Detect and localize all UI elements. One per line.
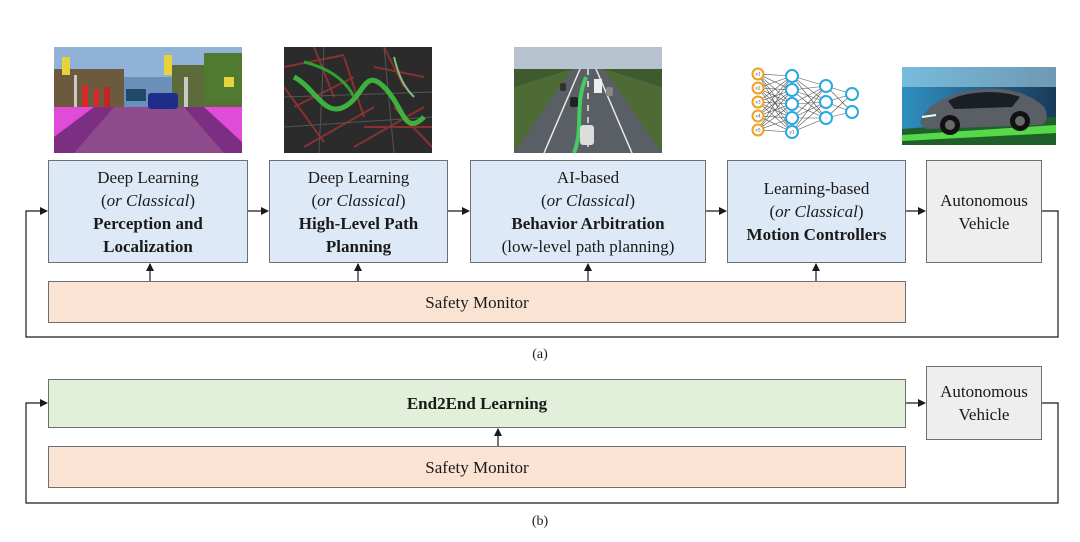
nn-hidden-node — [819, 79, 833, 93]
nn-hidden-node — [785, 69, 799, 83]
stage-label: Deep Learning — [307, 167, 410, 187]
nn-label-x3: x3 — [755, 100, 761, 106]
stage-alternative: (or Classical) — [101, 190, 195, 210]
high-level-path-planning-box: Deep Learning (or Classical) High-Level … — [269, 160, 448, 263]
nn-input-node — [751, 95, 765, 109]
nn-label-x2: x2 — [755, 86, 761, 92]
stage-title: Behavior Arbitration — [511, 213, 665, 233]
nn-label-y1: y1 — [789, 130, 795, 136]
highway-image — [514, 47, 662, 153]
stage-alternative: (or Classical) — [311, 190, 406, 210]
vehicle-label: Autonomous Vehicle — [940, 190, 1028, 233]
nn-input-node — [751, 81, 765, 95]
nn-hidden-node — [785, 111, 799, 125]
nn-label-x4: x4 — [755, 114, 761, 120]
nn-input-node — [751, 67, 765, 81]
stage-label: Learning-based — [763, 179, 870, 198]
nn-input-node — [751, 123, 765, 137]
stage-note: (low-level path planning) — [501, 236, 675, 256]
motion-controllers-box: Learning-based (or Classical) Motion Con… — [727, 160, 906, 263]
safety-monitor-label: Safety Monitor — [425, 457, 529, 477]
nn-output-node — [845, 105, 859, 119]
nn-label-x5: x5 — [755, 128, 761, 134]
caption-b: (b) — [531, 514, 549, 529]
nn-input-node — [751, 109, 765, 123]
nn-label-x1: x1 — [755, 72, 761, 78]
stage-label: Deep Learning — [97, 167, 199, 187]
feedback-loop-b — [25, 399, 1059, 504]
perception-localization-box: Deep Learning (or Classical) Perception … — [48, 160, 248, 263]
behavior-arbitration-box: AI-based (or Classical) Behavior Arbitra… — [470, 160, 706, 263]
end2end-label: End2End Learning — [406, 394, 548, 413]
nn-hidden-node — [785, 125, 799, 139]
nn-hidden-node — [819, 95, 833, 109]
end2end-learning-box: End2End Learning — [48, 379, 906, 428]
safety-monitor-box: Safety Monitor — [48, 281, 906, 323]
safety-monitor-label: Safety Monitor — [425, 292, 529, 312]
safety-monitor-box-b: Safety Monitor — [48, 446, 906, 488]
stage-title: Perception and Localization — [93, 213, 203, 256]
autonomous-vehicle-box: Autonomous Vehicle — [926, 160, 1042, 263]
autonomous-vehicle-box-b: Autonomous Vehicle — [926, 366, 1042, 440]
vehicle-label: Autonomous Vehicle — [940, 382, 1028, 424]
stage-label: AI-based — [556, 167, 620, 187]
nn-hidden-node — [785, 97, 799, 111]
feedback-loop-a — [25, 207, 1059, 338]
nn-output-node — [845, 87, 859, 101]
nn-hidden-node — [785, 83, 799, 97]
stage-title: High-Level Path Planning — [298, 213, 419, 256]
segmentation-image — [54, 47, 242, 153]
path-planning-map-image — [284, 47, 432, 153]
stage-alternative: (or Classical) — [541, 190, 635, 210]
caption-a: (a) — [532, 347, 548, 362]
neural-network-icon: x1 x2 x3 x4 x5 y1 — [748, 66, 863, 140]
autonomous-car-image — [902, 67, 1056, 145]
nn-hidden-node — [819, 111, 833, 125]
stage-title: Motion Controllers — [746, 225, 887, 244]
stage-alternative: (or Classical) — [769, 202, 864, 221]
